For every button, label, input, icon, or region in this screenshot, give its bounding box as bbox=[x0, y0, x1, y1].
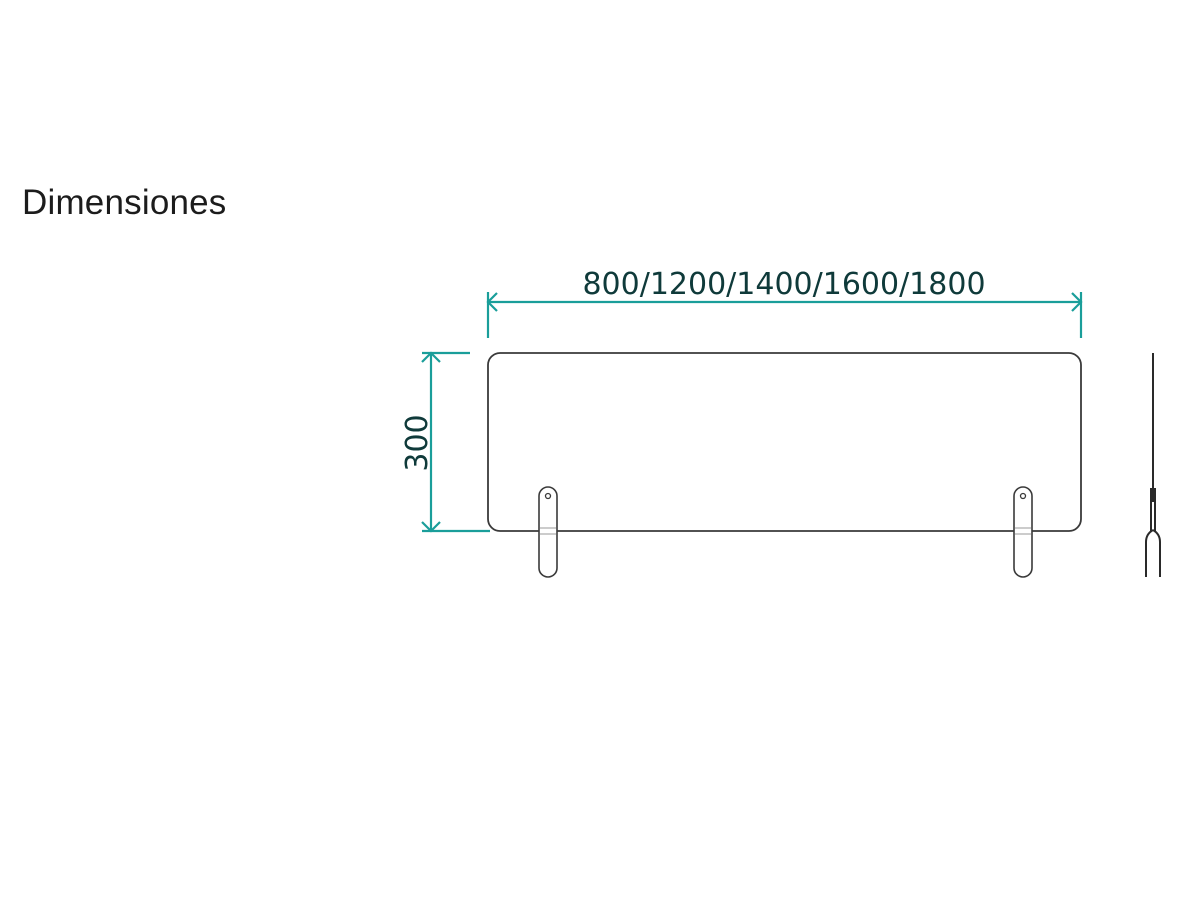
arrow-up-icon bbox=[421, 351, 441, 363]
arrow-left-icon bbox=[486, 292, 498, 312]
page-title: Dimensiones bbox=[22, 183, 227, 222]
right-bracket bbox=[1013, 486, 1033, 578]
left-bracket bbox=[538, 486, 558, 578]
height-label: 300 bbox=[400, 414, 435, 471]
height-dimension: 300 bbox=[400, 351, 490, 533]
panel-side-view bbox=[1145, 353, 1161, 577]
arrow-down-icon bbox=[421, 521, 441, 533]
panel-front-view bbox=[487, 352, 1082, 532]
width-dimension: 800/1200/1400/1600/1800 bbox=[486, 267, 1083, 338]
width-label: 800/1200/1400/1600/1800 bbox=[582, 267, 985, 302]
arrow-right-icon bbox=[1071, 292, 1083, 312]
